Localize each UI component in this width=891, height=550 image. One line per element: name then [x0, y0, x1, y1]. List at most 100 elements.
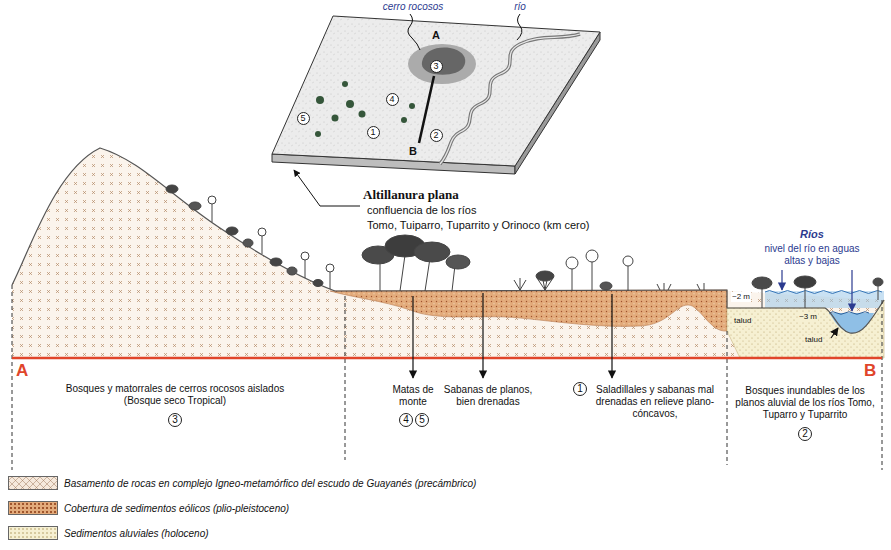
callout-circle: 3: [430, 60, 443, 73]
block-diagram: [316, 96, 324, 104]
leader-arrow: [831, 328, 838, 338]
section-line: [12, 357, 882, 360]
profile-end-letter: A: [16, 361, 28, 381]
legend-text: Basamento de rocas en complejo Igneo-met…: [64, 478, 476, 489]
block-diagram: [272, 14, 600, 206]
block-diagram: [294, 170, 320, 206]
feature-label: cerro rocosos: [383, 1, 444, 13]
geological-profile: [829, 312, 869, 315]
legend-swatch: [8, 526, 58, 540]
callout-number: 1: [370, 128, 375, 137]
vegetation: [258, 228, 266, 236]
leader-arrow: [413, 293, 838, 378]
vegetation: [326, 264, 334, 272]
geological-profile: [765, 291, 882, 294]
vegetation: [166, 185, 883, 308]
vegetation: [305, 260, 306, 278]
vegetation: [592, 262, 593, 291]
legend-row: Cobertura de sedimentos eólicos (plio-pl…: [8, 501, 289, 515]
vegetation: [380, 262, 381, 291]
callout-number: 4: [389, 95, 394, 104]
block-diagram: [409, 103, 415, 109]
vegetation: [270, 258, 282, 266]
vegetation: [189, 202, 201, 210]
vegetation: [425, 258, 430, 291]
block-diagram: [408, 44, 476, 84]
callout-circle: 1: [573, 382, 587, 396]
section-divider: [12, 285, 13, 470]
vegetation: [243, 239, 253, 247]
section-divider: [882, 300, 883, 470]
geological-profile: [330, 290, 727, 331]
block-diagram: [401, 117, 407, 123]
callout-number: 2: [802, 429, 808, 439]
block-caption: confluencia de los ríos: [367, 204, 476, 217]
vegetation: [805, 287, 806, 308]
water-level-arrow: [782, 270, 852, 311]
legend-row: Basamento de rocas en complejo Igneo-met…: [8, 476, 476, 490]
block-diagram: [359, 111, 366, 118]
vegetation: [262, 236, 263, 254]
vegetation: [212, 204, 213, 222]
vegetation: [287, 267, 297, 275]
callout-circle: 3: [168, 413, 182, 427]
geological-profile: [12, 148, 884, 333]
block-diagram: [440, 34, 580, 164]
callout-circle: 5: [297, 112, 310, 125]
block-diagram: [440, 34, 580, 164]
unit-description: Sabanas de planos, bien drenadas: [438, 384, 538, 408]
geological-profile: [12, 148, 884, 358]
vegetation: [572, 268, 573, 291]
slope-label: talud: [733, 316, 752, 326]
feature-label: río: [514, 1, 526, 13]
callout-number: 4: [403, 415, 409, 425]
profile-end-letter: B: [864, 361, 876, 381]
leader-arrow: [482, 293, 483, 378]
vegetation: [762, 288, 763, 308]
block-diagram: [408, 14, 420, 50]
vegetation: [536, 271, 554, 281]
block-diagram: [342, 81, 348, 87]
vegetation: [586, 250, 598, 262]
legend-text: Sedimentos aluviales (holoceno): [64, 528, 209, 539]
water-level-arrow: [781, 270, 782, 290]
callout-circle: 5: [415, 413, 429, 427]
unit-description: Matas de monte: [383, 384, 443, 408]
vegetation: [794, 276, 816, 288]
section-divider: [727, 331, 728, 465]
vegetation: [400, 255, 405, 291]
vegetation: [752, 277, 772, 289]
vegetation: [330, 272, 331, 289]
water-level-arrow: [851, 270, 852, 311]
slope-label: talud: [804, 335, 823, 345]
leader-arrow: [611, 294, 612, 378]
callout-circle: 2: [798, 427, 812, 441]
vegetation: [657, 283, 704, 290]
leader-arrow: [412, 296, 413, 378]
vegetation: [414, 242, 450, 262]
vegetation: [878, 286, 879, 300]
callout-number: 3: [433, 62, 438, 71]
legend-row: Sedimentos aluviales (holoceno): [8, 526, 209, 540]
vegetation: [623, 256, 633, 266]
block-caption: Tomo, Tuiparro, Tuparrito y Orinoco (km …: [367, 219, 590, 232]
callout-number: 5: [419, 415, 425, 425]
geological-profile: [765, 291, 884, 308]
legend-swatch: [8, 476, 58, 490]
unit-description: Saladillales y sabanas mal drenadas en r…: [587, 384, 723, 420]
block-diagram: [346, 100, 354, 108]
block-diagram: [315, 81, 415, 137]
unit-description: Bosques y matorrales de cerros rocosos a…: [55, 383, 295, 407]
geological-profile: [727, 300, 884, 358]
dimension-label: ~3 m: [798, 312, 818, 322]
callout-number: 2: [433, 131, 438, 140]
water-level-label: nivel del río en aguas altas y bajas: [754, 243, 870, 267]
block-diagram: [320, 206, 360, 207]
callout-number: 5: [300, 114, 305, 123]
vegetation: [166, 185, 178, 193]
vegetation: [514, 278, 526, 290]
callout-circle: 2: [430, 129, 443, 142]
